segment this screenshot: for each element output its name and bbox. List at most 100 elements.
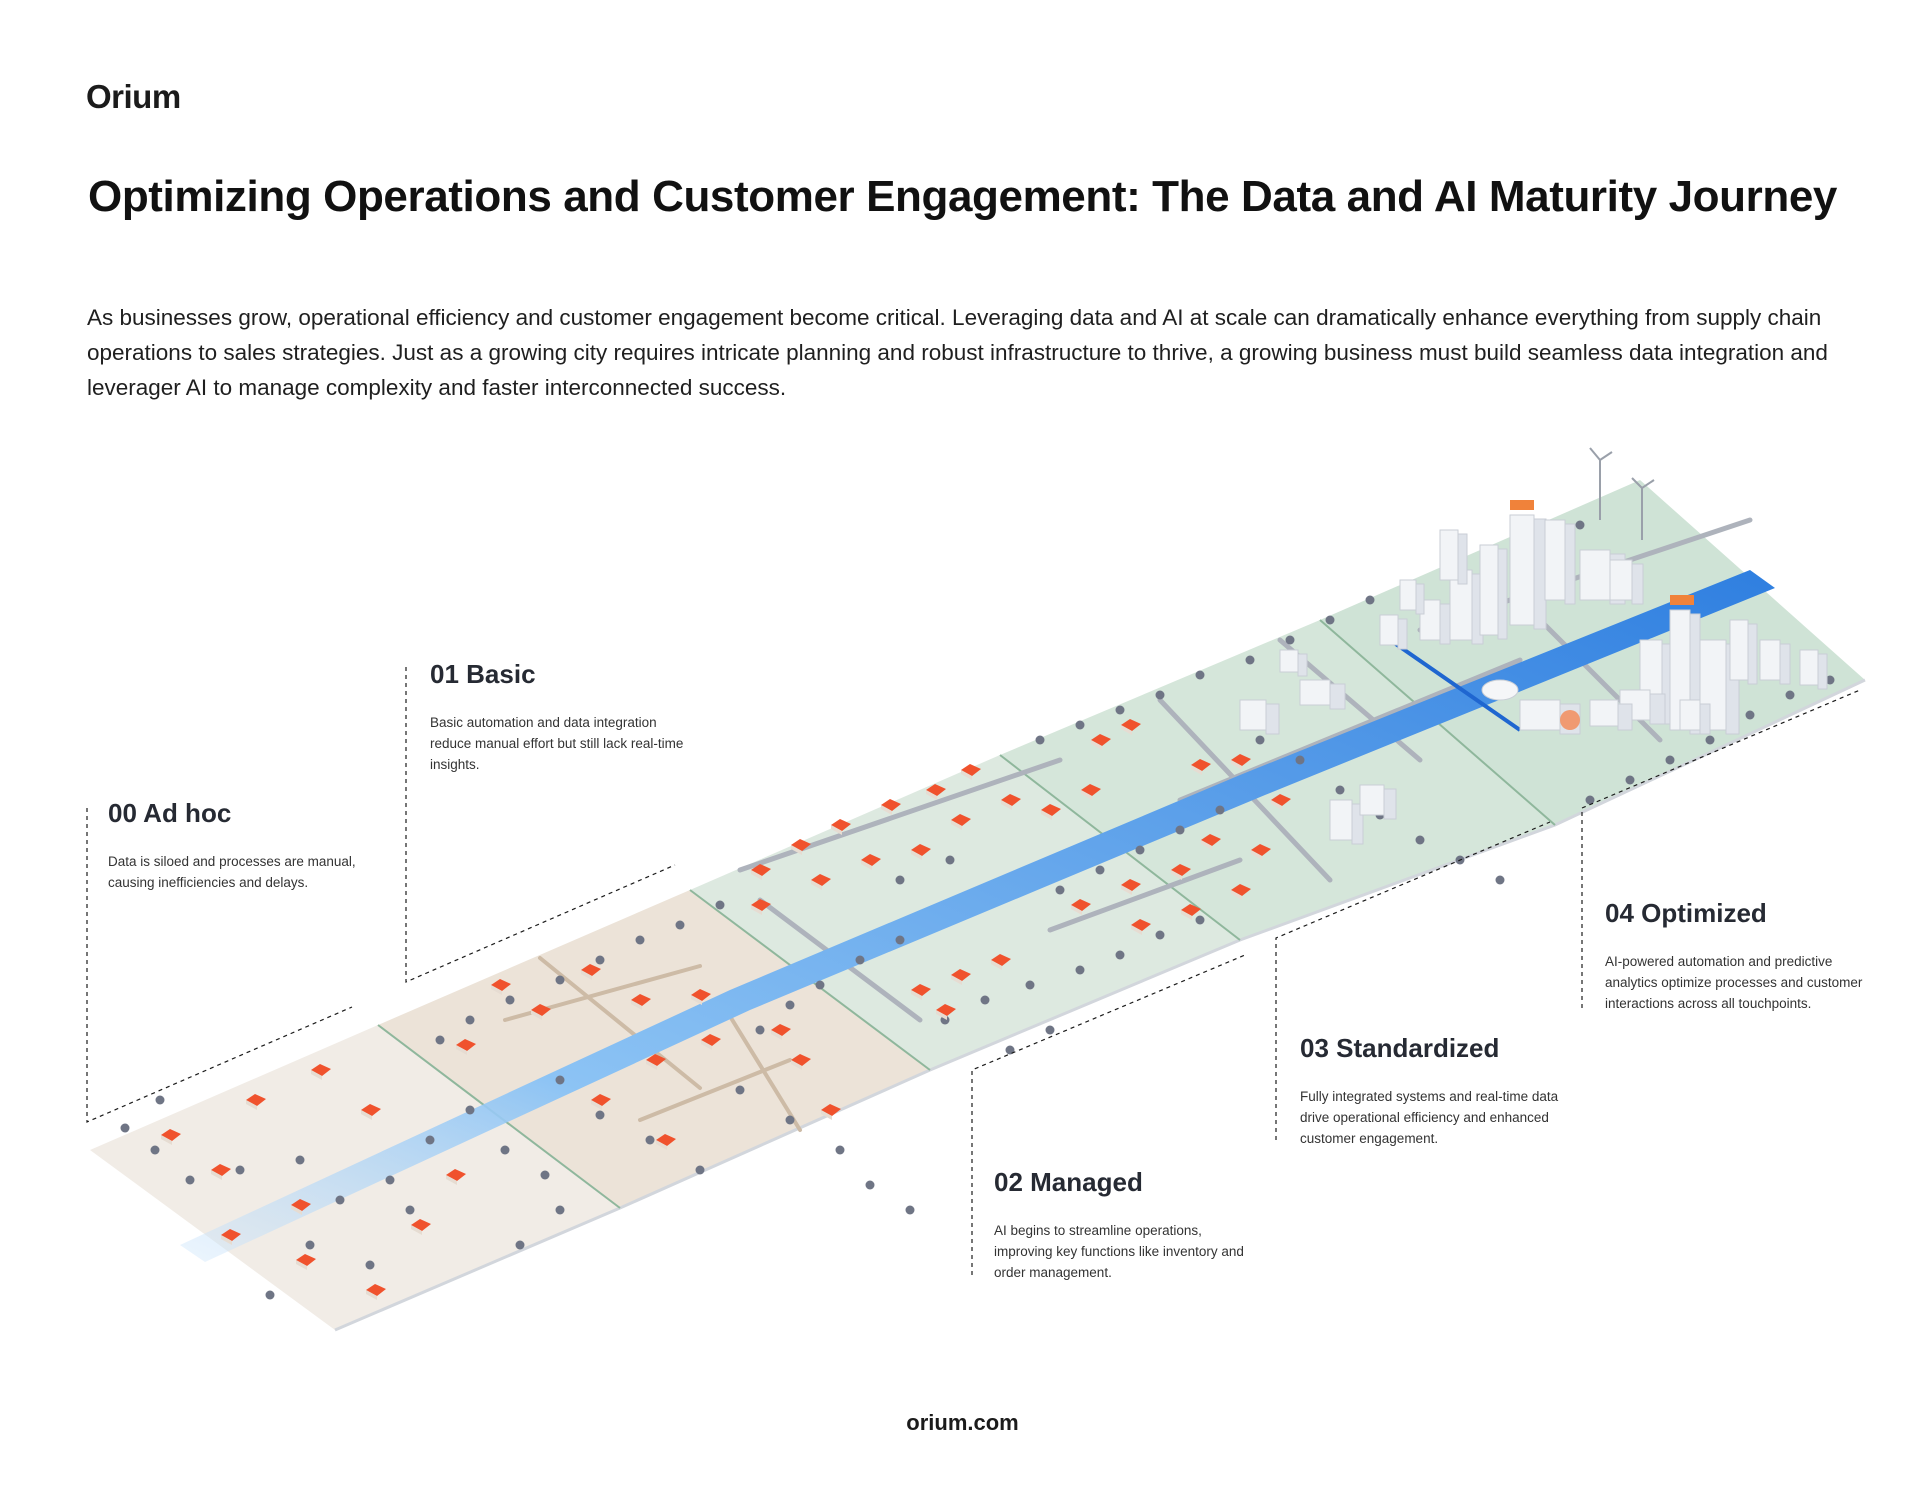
building-icon: [1329, 799, 1364, 845]
tree-icon: [555, 1205, 565, 1215]
tree-icon: [645, 1135, 655, 1145]
house-icon: [1041, 804, 1061, 820]
tree-icon: [1495, 875, 1505, 885]
rail-line: [1388, 638, 1522, 732]
tree-icon: [895, 875, 905, 885]
house-icon: [1071, 899, 1091, 915]
tree-icon: [815, 980, 825, 990]
dome-icon: [1560, 710, 1580, 730]
tree-icon: [435, 1035, 445, 1045]
tree-icon: [1155, 690, 1165, 700]
stage-title: 03 Standardized: [1300, 1033, 1500, 1063]
house-icon: [456, 1039, 476, 1055]
tree-icon: [945, 855, 955, 865]
stage-description: AI begins to streamline operations, impr…: [994, 1223, 1244, 1280]
stage-04-optimized: 04 Optimized AI-powered automation and p…: [1605, 898, 1905, 1014]
building-icon: [1419, 599, 1451, 645]
callout-basic: [405, 667, 676, 983]
tree-icon: [425, 1135, 435, 1145]
house-icon: [951, 814, 971, 830]
dome-icon: [1481, 679, 1519, 701]
tree-icon: [265, 1290, 275, 1300]
house-icon: [861, 854, 881, 870]
tree-icon: [1155, 930, 1165, 940]
house-icon: [821, 1104, 841, 1120]
house-icon: [1181, 904, 1201, 920]
stage-description: Basic automation and data integration re…: [430, 715, 684, 772]
building-icon: [1619, 689, 1666, 725]
stage-description: Fully integrated systems and real-time d…: [1300, 1089, 1559, 1146]
house-icon: [366, 1284, 386, 1300]
tree-icon: [365, 1260, 375, 1270]
tree-icon: [1135, 845, 1145, 855]
house-icon: [831, 819, 851, 835]
city-buildings: [1239, 500, 1828, 845]
tree-icon: [405, 1205, 415, 1215]
tree-icon: [1335, 785, 1345, 795]
building-icon: [1729, 619, 1758, 685]
house-icon: [911, 984, 931, 1000]
stage-02-managed: 02 Managed AI begins to streamline opera…: [994, 1167, 1294, 1283]
tree-icon: [505, 995, 515, 1005]
tree-icon: [1585, 795, 1595, 805]
callout-optimized: [1581, 689, 1861, 1008]
tree-icon: [715, 900, 725, 910]
tree-icon: [465, 1015, 475, 1025]
house-icon: [631, 994, 651, 1010]
river: [180, 570, 1775, 1262]
house-icon: [936, 1004, 956, 1020]
house-icon: [701, 1034, 721, 1050]
tree-icon: [305, 1240, 315, 1250]
tree-icon: [895, 935, 905, 945]
building-icon: [1509, 514, 1547, 630]
footer-url[interactable]: orium.com: [906, 1410, 1019, 1435]
tree-icon: [120, 1123, 130, 1133]
house-icon: [296, 1254, 316, 1270]
tree-icon: [785, 1000, 795, 1010]
tree-icon: [1075, 720, 1085, 730]
building-icon: [1279, 649, 1308, 677]
house-icon: [161, 1129, 181, 1145]
tree-icon: [755, 1025, 765, 1035]
house-icon: [751, 864, 771, 880]
house-icon: [881, 799, 901, 815]
tree-icon: [555, 975, 565, 985]
stage-00-ad-hoc: 00 Ad hoc Data is siloed and processes a…: [108, 798, 408, 893]
house-icon: [1081, 784, 1101, 800]
tree-icon: [1665, 755, 1675, 765]
tree-icon: [1175, 825, 1185, 835]
house-icon: [221, 1229, 241, 1245]
tree-icon: [735, 1085, 745, 1095]
wind-turbines: [1589, 447, 1655, 540]
tree-icon: [980, 995, 990, 1005]
house-icon: [1231, 884, 1251, 900]
tree-icon: [595, 1110, 605, 1120]
tree-icon: [465, 1105, 475, 1115]
stage-title: 01 Basic: [430, 659, 536, 689]
tree-icon: [785, 1115, 795, 1125]
house-icon: [291, 1199, 311, 1215]
stage-title: 00 Ad hoc: [108, 798, 232, 828]
house-icon: [491, 979, 511, 995]
orium-logo[interactable]: Orium: [86, 78, 181, 115]
tower-roof-icon: [1670, 595, 1694, 605]
house-icon: [811, 874, 831, 890]
tree-icon: [635, 935, 645, 945]
tree-icon: [1025, 980, 1035, 990]
tree-icon: [540, 1170, 550, 1180]
building-icon: [1544, 519, 1576, 605]
tree-icon: [835, 1145, 845, 1155]
callout-lines: [86, 667, 1861, 1275]
tree-icon: [1575, 520, 1585, 530]
house-icon: [961, 764, 981, 780]
house-icon: [991, 954, 1011, 970]
tree-icon: [515, 1240, 525, 1250]
tree-icon: [695, 1165, 705, 1175]
tree-icon: [1705, 735, 1715, 745]
house-icon: [531, 1004, 551, 1020]
tree-icon: [1055, 885, 1065, 895]
house-icon: [791, 1054, 811, 1070]
building-icon: [1379, 614, 1408, 650]
tree-icon: [1005, 1045, 1015, 1055]
